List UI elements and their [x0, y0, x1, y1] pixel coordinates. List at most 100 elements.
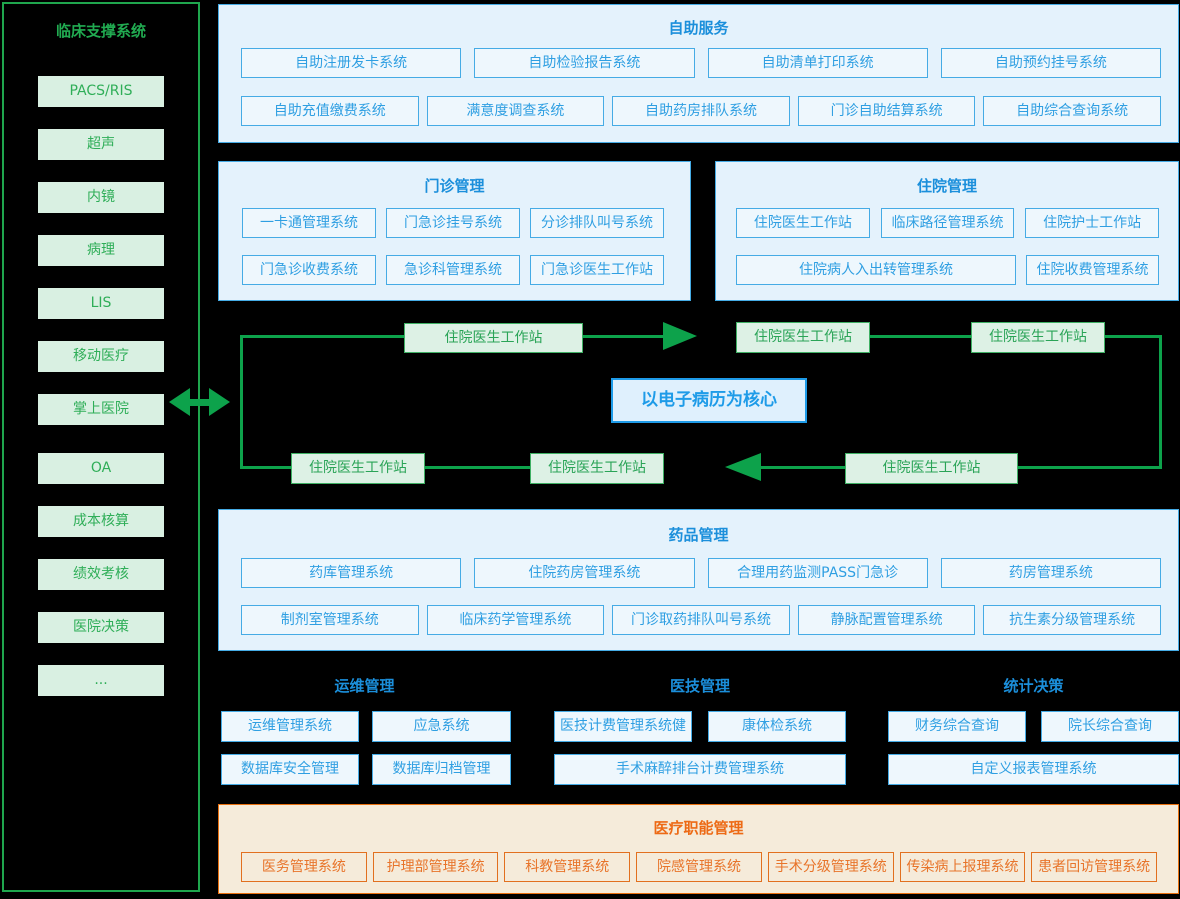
system-box: 门急诊收费系统	[242, 255, 376, 285]
system-box: 传染病上报理系统	[899, 852, 1026, 882]
functional-section: 医疗职能管理 医务管理系统 护理部管理系统 科教管理系统 院感管理系统 手术分级…	[218, 804, 1179, 894]
arrow-right-icon	[663, 322, 697, 350]
system-box: 患者回访管理系统	[1031, 852, 1158, 882]
outpatient-row-2: 门急诊收费系统 急诊科管理系统 门急诊医生工作站	[242, 255, 664, 285]
self-service-row-1: 自助注册发卡系统 自助检验报告系统 自助清单打印系统 自助预约挂号系统	[241, 48, 1161, 78]
self-service-row-2: 自助充值缴费系统 满意度调查系统 自助药房排队系统 门诊自助结算系统 自助综合查…	[241, 96, 1161, 126]
system-box: 住院药房管理系统	[474, 558, 695, 588]
clinical-support-panel: 临床支撑系统 PACS/RIS 超声 内镜 病理 LIS 移动医疗 掌上医院 O…	[2, 2, 200, 892]
system-box: 运维管理系统	[221, 711, 359, 742]
system-box: 门诊取药排队叫号系统	[612, 605, 790, 635]
flow-line	[870, 335, 971, 338]
inpatient-title: 住院管理	[916, 177, 977, 195]
system-box: 应急系统	[372, 711, 511, 742]
system-box: 科教管理系统	[504, 852, 631, 882]
sidebar-item-cost: 成本核算	[38, 506, 164, 537]
sidebar-item-more: ...	[38, 665, 164, 696]
system-box: 护理部管理系统	[372, 852, 499, 882]
system-box: 住院病人入出转管理系统	[736, 255, 1016, 285]
system-box: 住院护士工作站	[1025, 208, 1160, 238]
outpatient-section: 门诊管理 一卡通管理系统 门急诊挂号系统 分诊排队叫号系统 门急诊收费系统 急诊…	[218, 161, 691, 301]
inpatient-row-2: 住院病人入出转管理系统 住院收费管理系统	[736, 255, 1159, 285]
arrow-right-icon	[209, 388, 230, 416]
system-box: 院感管理系统	[636, 852, 762, 882]
pharmacy-section: 药品管理 药库管理系统 住院药房管理系统 合理用药监测PASS门急诊 药房管理系…	[218, 509, 1179, 651]
inpatient-section: 住院管理 住院医生工作站 临床路径管理系统 住院护士工作站 住院病人入出转管理系…	[715, 161, 1179, 301]
system-box: 自助药房排队系统	[612, 96, 790, 126]
flow-node-workstation: 住院医生工作站	[971, 322, 1105, 353]
system-box: 药房管理系统	[940, 558, 1161, 588]
system-box: 抗生素分级管理系统	[983, 605, 1161, 635]
system-box: 院长综合查询	[1041, 711, 1179, 742]
sidebar-item-endoscopy: 内镜	[38, 182, 164, 213]
flow-line	[1018, 466, 1162, 469]
sidebar-item-lis: LIS	[38, 288, 164, 319]
functional-row: 医务管理系统 护理部管理系统 科教管理系统 院感管理系统 手术分级管理系统 传染…	[241, 852, 1158, 882]
flow-line	[583, 335, 663, 338]
pharmacy-row-2: 制剂室管理系统 临床药学管理系统 门诊取药排队叫号系统 静脉配置管理系统 抗生素…	[241, 605, 1161, 635]
self-service-title: 自助服务	[668, 19, 729, 37]
sidebar-item-pathology: 病理	[38, 235, 164, 266]
system-box: 制剂室管理系统	[241, 605, 419, 635]
system-box: 手术麻醉排台计费管理系统	[554, 754, 846, 785]
system-box: 一卡通管理系统	[242, 208, 376, 238]
flow-line	[1105, 335, 1162, 338]
arrow-left-icon	[169, 388, 190, 416]
system-box: 药库管理系统	[241, 558, 462, 588]
system-box: 康体检系统	[708, 711, 846, 742]
sidebar-item-performance: 绩效考核	[38, 559, 164, 590]
emr-core-box: 以电子病历为核心	[611, 378, 807, 423]
flow-line	[240, 466, 291, 469]
flow-node-workstation: 住院医生工作站	[530, 453, 664, 484]
system-box: 自助预约挂号系统	[940, 48, 1161, 78]
sidebar-item-oa: OA	[38, 453, 164, 484]
pharmacy-title: 药品管理	[668, 526, 729, 544]
system-box: 自助注册发卡系统	[241, 48, 462, 78]
system-box: 医务管理系统	[241, 852, 367, 882]
system-box: 自定义报表管理系统	[888, 754, 1179, 785]
flow-line	[240, 335, 243, 469]
pharmacy-row-1: 药库管理系统 住院药房管理系统 合理用药监测PASS门急诊 药房管理系统	[241, 558, 1161, 588]
outpatient-title: 门诊管理	[424, 177, 485, 195]
system-box: 门急诊挂号系统	[386, 208, 520, 238]
system-box: 门诊自助结算系统	[797, 96, 976, 126]
system-box: 临床药学管理系统	[426, 605, 605, 635]
arrow-left-icon	[725, 453, 761, 481]
system-box: 财务综合查询	[888, 711, 1026, 742]
system-box: 数据库安全管理	[221, 754, 359, 785]
flow-line	[240, 335, 404, 338]
system-box: 临床路径管理系统	[880, 208, 1015, 238]
system-box: 自助综合查询系统	[983, 96, 1161, 126]
system-box: 门急诊医生工作站	[530, 255, 664, 285]
stats-title: 统计决策	[1003, 677, 1064, 695]
system-box: 住院收费管理系统	[1026, 255, 1159, 285]
sidebar-item-pacs-ris: PACS/RIS	[38, 76, 164, 107]
flow-line	[1159, 335, 1162, 469]
functional-title: 医疗职能管理	[653, 819, 744, 837]
system-box: 静脉配置管理系统	[797, 605, 976, 635]
sidebar-item-decision: 医院决策	[38, 612, 164, 643]
system-box: 合理用药监测PASS门急诊	[707, 558, 928, 588]
inpatient-row-1: 住院医生工作站 临床路径管理系统 住院护士工作站	[736, 208, 1160, 238]
sidebar-item-palm-hospital: 掌上医院	[38, 394, 164, 425]
sidebar-item-ultrasound: 超声	[38, 129, 164, 160]
flow-line	[761, 466, 845, 469]
system-box: 自助充值缴费系统	[241, 96, 419, 126]
system-box: 自助清单打印系统	[707, 48, 928, 78]
double-arrow-bar	[189, 399, 210, 406]
system-box: 数据库归档管理	[372, 754, 511, 785]
self-service-section: 自助服务 自助注册发卡系统 自助检验报告系统 自助清单打印系统 自助预约挂号系统…	[218, 4, 1179, 143]
system-box: 自助检验报告系统	[474, 48, 695, 78]
system-box: 住院医生工作站	[736, 208, 870, 238]
system-box: 急诊科管理系统	[386, 255, 520, 285]
flow-node-workstation: 住院医生工作站	[291, 453, 425, 484]
system-box: 分诊排队叫号系统	[530, 208, 664, 238]
system-box: 医技计费管理系统健	[554, 711, 692, 742]
sidebar-item-mobile-med: 移动医疗	[38, 341, 164, 372]
flow-node-workstation: 住院医生工作站	[845, 453, 1018, 484]
system-box: 满意度调查系统	[426, 96, 605, 126]
flow-node-workstation: 住院医生工作站	[736, 322, 870, 353]
outpatient-row-1: 一卡通管理系统 门急诊挂号系统 分诊排队叫号系统	[242, 208, 664, 238]
system-box: 手术分级管理系统	[767, 852, 894, 882]
